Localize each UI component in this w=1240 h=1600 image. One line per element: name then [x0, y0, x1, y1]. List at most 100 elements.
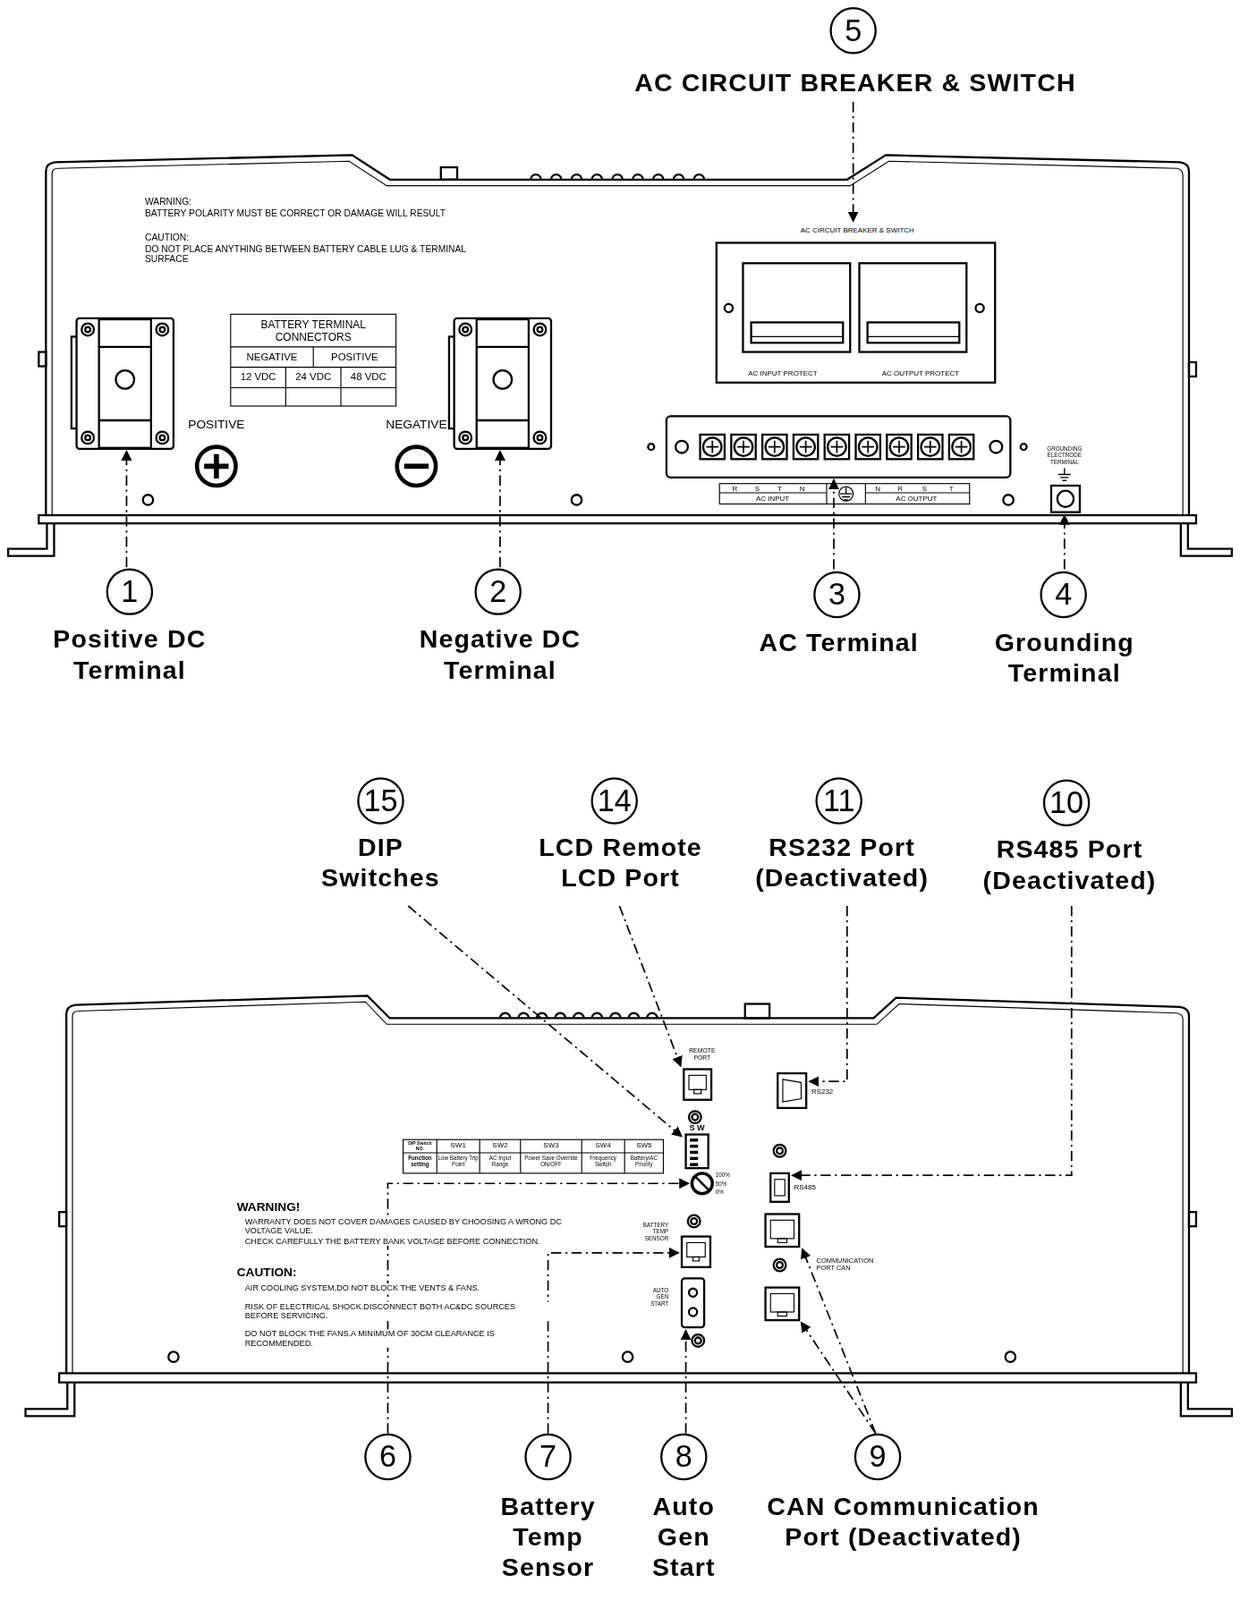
- label-text: T: [942, 484, 961, 493]
- callout-circle: 1Positive DC Terminal: [106, 568, 153, 615]
- callout-number: 1: [120, 577, 138, 608]
- label-text: N: [868, 484, 888, 493]
- port-symbol: [694, 1089, 702, 1095]
- label-text: AIR COOLING SYSTEM,DO NOT BLOCK THE VENT…: [242, 1283, 482, 1293]
- ac-terminal-strip: [917, 434, 943, 459]
- callout-label: Battery Temp Sensor: [481, 1491, 614, 1584]
- bottom-housing: [610, 1013, 620, 1020]
- callout-label: RS232 Port (Deactivated): [731, 832, 952, 893]
- positive-dc-terminal: [81, 432, 94, 445]
- ac-terminal-strip: [824, 434, 850, 459]
- callout-circle: 11RS232 Port (Deactivated): [815, 777, 862, 824]
- label-text: DO NOT BLOCK THE FANS.A MINIMUM OF 30CM …: [242, 1329, 533, 1349]
- negative-dc-terminal: [476, 347, 529, 421]
- ac-terminal-strip: [856, 434, 881, 459]
- callout-circle: 2Negative DC Terminal: [474, 568, 521, 615]
- label-text: WARNING:: [144, 196, 192, 208]
- port-symbol: [689, 1157, 698, 1161]
- top-housing: [653, 174, 663, 180]
- top-housing: [571, 494, 582, 505]
- bottom-housing: [1005, 1351, 1016, 1362]
- leader-line: [832, 479, 835, 570]
- port-symbol: [777, 1073, 807, 1109]
- top-housing: [592, 174, 603, 180]
- ac-breaker-panel: [859, 263, 968, 352]
- bottom-housing: [66, 995, 1190, 1374]
- port-symbol: [691, 1173, 713, 1195]
- top-housing: [632, 174, 643, 180]
- grounding-terminal: [1051, 468, 1080, 513]
- terminal-table: [230, 314, 397, 407]
- label-text: AC OUTPUT: [870, 494, 963, 503]
- port-symbol: [777, 1239, 787, 1244]
- callout-number: 7: [539, 1442, 557, 1473]
- callout-label: DIP Switches: [304, 832, 458, 893]
- top-housing: [8, 154, 1232, 556]
- callout-circle: 8Auto Gen Start: [660, 1434, 707, 1481]
- port-symbol: [689, 1163, 698, 1166]
- label-text: Power Save Override ON/OFF: [521, 1155, 581, 1168]
- label-text: SW4: [584, 1141, 623, 1150]
- port-symbol: [770, 1173, 790, 1203]
- label-text: S: [747, 484, 767, 493]
- bottom-housing: [72, 1002, 1183, 1374]
- ac-terminal-strip: [1020, 443, 1028, 451]
- ac-terminal-strip: [762, 434, 787, 459]
- callout-number: 8: [675, 1442, 693, 1473]
- port-symbol: [683, 1069, 712, 1100]
- label-text: 12 VDC: [232, 371, 284, 383]
- callout-circle: 3AC Terminal: [813, 571, 860, 619]
- label-text: Frequency Switch: [582, 1155, 624, 1168]
- top-housing: [611, 174, 622, 180]
- port-symbol: [770, 1220, 794, 1240]
- port-symbol: [687, 1215, 701, 1229]
- leader-line: [619, 906, 680, 1067]
- bottom-housing: [745, 1003, 770, 1019]
- top-housing: [673, 174, 684, 180]
- label-text: SW3: [531, 1141, 570, 1150]
- port-symbol: [782, 1079, 802, 1103]
- callout-number: 5: [844, 15, 862, 46]
- label-text: WARNING!: [234, 1201, 302, 1216]
- label-text: BATTERY TEMP SENSOR: [631, 1223, 669, 1243]
- label-text: DO NOT PLACE ANYTHING BETWEEN BATTERY CA…: [144, 244, 508, 266]
- polarity-symbol: [404, 463, 429, 469]
- callout-number: 15: [363, 785, 398, 816]
- label-text: NEGATIVE: [233, 350, 312, 363]
- callout-number: 3: [828, 579, 846, 611]
- port-symbol: [777, 1312, 787, 1317]
- label-text: CAUTION:: [234, 1266, 298, 1282]
- leader-line: [791, 906, 1072, 1176]
- negative-dc-terminal: [493, 370, 513, 390]
- label-text: 24 VDC: [288, 371, 340, 383]
- callout-number: 2: [489, 577, 507, 608]
- ac-breaker-panel: [751, 322, 844, 343]
- label-text: GROUNDING ELECTRODE TERMINAL: [1042, 446, 1088, 467]
- dip-table: [403, 1139, 664, 1174]
- port-symbol: [773, 1259, 787, 1273]
- port-symbol: [681, 1237, 711, 1268]
- positive-dc-terminal: [156, 323, 170, 337]
- label-text: R: [891, 484, 910, 493]
- leader-line: [800, 1322, 875, 1434]
- ac-terminal-strip: [675, 441, 688, 454]
- port-symbol: [689, 1138, 698, 1142]
- ac-breaker-panel: [867, 322, 960, 343]
- top-housing: [530, 174, 541, 180]
- label-text: BATTERY POLARITY MUST BE CORRECT OR DAMA…: [144, 208, 446, 220]
- callout-circle: 14LCD Remote LCD Port: [590, 777, 637, 824]
- callout-label: RS485 Port (Deactivated): [959, 833, 1180, 895]
- leader-line: [387, 906, 1071, 1435]
- negative-dc-terminal: [534, 323, 547, 337]
- bottom-housing: [573, 1013, 584, 1020]
- terminal-table: [230, 314, 397, 407]
- ac-breaker-panel: [724, 304, 733, 313]
- port-symbol: [765, 1288, 800, 1322]
- ac-terminal-strip: [990, 441, 1003, 454]
- negative-dc-terminal: [449, 318, 552, 450]
- port-symbol: [688, 1289, 697, 1298]
- port-symbol: [688, 1307, 697, 1317]
- callout-circle: 6: [364, 1434, 411, 1481]
- label-text: POSITIVE: [315, 350, 394, 363]
- positive-dc-terminal: [99, 347, 152, 421]
